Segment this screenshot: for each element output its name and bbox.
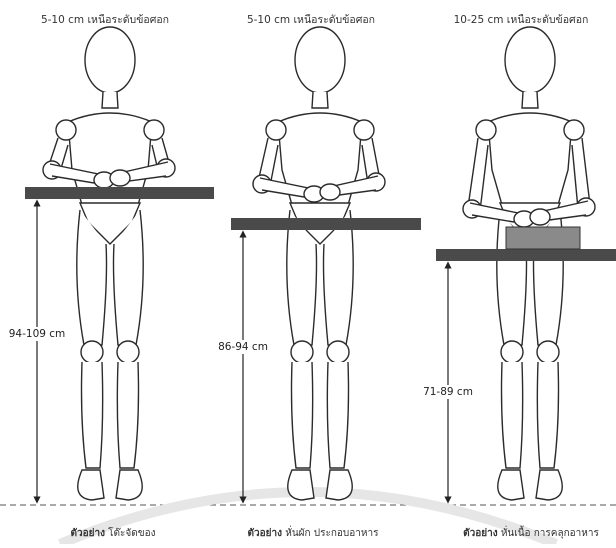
caption-3-text: หั่นเนื้อ การคลุกอาหาร <box>501 528 599 539</box>
table-top-2 <box>231 218 421 230</box>
mannequin-figure-2 <box>253 27 385 500</box>
caption-3-bold: ตัวอย่าง <box>463 528 497 539</box>
mannequin-figure-3 <box>463 27 595 500</box>
elbow-offset-label-1: 5-10 cm เหนือระดับข้อศอก <box>41 11 169 28</box>
caption-1-bold: ตัวอย่าง <box>71 528 105 539</box>
mannequin-figure-1 <box>43 27 175 500</box>
caption-2: ตัวอย่าง หั่นผัก ประกอบอาหาร <box>248 526 379 541</box>
caption-1-text: โต๊ะจัดของ <box>108 528 155 539</box>
work-object-box <box>506 227 580 249</box>
height-label-1: 94-109 cm <box>8 327 67 341</box>
caption-2-bold: ตัวอย่าง <box>248 528 282 539</box>
table-top-3 <box>436 249 616 261</box>
caption-2-text: หั่นผัก ประกอบอาหาร <box>285 528 378 539</box>
elbow-offset-label-3: 10-25 cm เหนือระดับข้อศอก <box>454 11 589 28</box>
height-label-2: 86-94 cm <box>217 340 269 354</box>
caption-3: ตัวอย่าง หั่นเนื้อ การคลุกอาหาร <box>463 526 599 541</box>
height-label-3: 71-89 cm <box>422 385 474 399</box>
table-top-1 <box>25 187 214 199</box>
caption-1: ตัวอย่าง โต๊ะจัดของ <box>71 526 156 541</box>
elbow-offset-label-2: 5-10 cm เหนือระดับข้อศอก <box>247 11 375 28</box>
